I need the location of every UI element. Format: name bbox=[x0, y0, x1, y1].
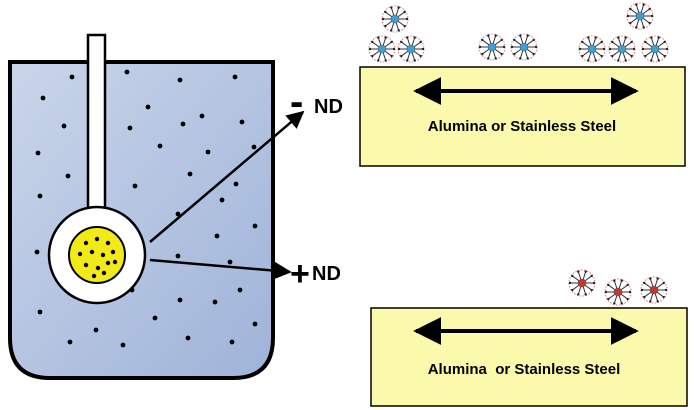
deposited-particles-negative bbox=[368, 2, 669, 63]
substrate-top: Alumina or Stainless Steel bbox=[359, 2, 686, 167]
core-particle bbox=[89, 249, 95, 255]
nanodiamond-particle bbox=[641, 35, 669, 63]
particle bbox=[229, 339, 235, 345]
core-particle bbox=[83, 240, 89, 246]
particle bbox=[65, 173, 71, 179]
core-particle bbox=[110, 249, 116, 255]
particle bbox=[214, 233, 220, 239]
pointer-line-negative bbox=[149, 110, 305, 243]
particle bbox=[233, 181, 239, 187]
core-particle bbox=[95, 265, 101, 271]
particle bbox=[180, 121, 186, 127]
particle bbox=[127, 125, 133, 131]
particle bbox=[251, 144, 257, 150]
particle bbox=[132, 183, 138, 189]
core-particle bbox=[100, 252, 106, 258]
particle bbox=[40, 95, 46, 101]
particle bbox=[237, 287, 243, 293]
core-particle bbox=[91, 273, 97, 279]
particle bbox=[157, 143, 163, 149]
core-particle bbox=[105, 240, 111, 246]
particle bbox=[93, 327, 99, 333]
electrode-core bbox=[68, 226, 126, 284]
electrode-probe bbox=[47, 33, 147, 305]
nanodiamond-particle bbox=[604, 278, 632, 306]
nanodiamond-particle bbox=[578, 35, 606, 63]
electrode-rod bbox=[86, 33, 107, 237]
positive-nd-label: ND bbox=[312, 263, 341, 285]
nanodiamond-particle bbox=[368, 35, 396, 63]
particle bbox=[199, 113, 205, 119]
core-particle bbox=[77, 251, 83, 257]
core-particle bbox=[83, 262, 89, 268]
nanodiamond-particle bbox=[640, 276, 668, 304]
particle bbox=[34, 249, 40, 255]
substrate-bottom-block bbox=[370, 307, 688, 407]
beaker bbox=[8, 60, 275, 380]
particle bbox=[219, 197, 225, 203]
negative-sign: - bbox=[290, 80, 303, 124]
nanodiamond-particle bbox=[510, 33, 538, 61]
particle bbox=[177, 77, 183, 83]
particle bbox=[177, 297, 183, 303]
particle bbox=[67, 339, 73, 345]
core-particle bbox=[105, 260, 111, 266]
substrate-top-label: Alumina or Stainless Steel bbox=[428, 118, 616, 135]
particle bbox=[124, 69, 130, 75]
deposited-particles-positive bbox=[568, 269, 668, 306]
nanodiamond-particle bbox=[568, 269, 596, 297]
particle bbox=[37, 309, 43, 315]
nanodiamond-particle bbox=[397, 35, 425, 63]
positive-sign: + bbox=[290, 255, 310, 293]
nanodiamond-particle bbox=[608, 35, 636, 63]
particle bbox=[175, 211, 181, 217]
particle bbox=[69, 74, 75, 80]
particle bbox=[35, 150, 41, 156]
core-particle bbox=[112, 259, 118, 265]
particle bbox=[205, 149, 211, 155]
particle bbox=[145, 104, 151, 110]
nanodiamond-particle bbox=[626, 2, 654, 30]
particle bbox=[187, 171, 193, 177]
particle bbox=[212, 299, 218, 305]
particle bbox=[152, 315, 158, 321]
particle bbox=[37, 193, 43, 199]
pointer-line-positive bbox=[149, 258, 292, 280]
beaker-liquid bbox=[8, 60, 275, 380]
core-particle bbox=[101, 270, 107, 276]
particle bbox=[185, 335, 191, 341]
core-particle bbox=[94, 236, 100, 242]
nanodiamond-particle bbox=[478, 33, 506, 61]
substrate-bottom: Alumina or Stainless Steel bbox=[370, 269, 688, 407]
particle bbox=[175, 253, 181, 259]
particle bbox=[232, 74, 238, 80]
particle bbox=[120, 342, 126, 348]
negative-nd-label: ND bbox=[314, 96, 343, 118]
particle bbox=[61, 123, 67, 129]
particle bbox=[252, 321, 258, 327]
particle bbox=[227, 259, 233, 265]
particle bbox=[239, 119, 245, 125]
substrate-top-block bbox=[359, 66, 686, 167]
core-particles bbox=[77, 236, 118, 279]
particle bbox=[252, 223, 258, 229]
nanodiamond-particle bbox=[381, 5, 409, 33]
substrate-bottom-label: Alumina or Stainless Steel bbox=[428, 361, 621, 378]
